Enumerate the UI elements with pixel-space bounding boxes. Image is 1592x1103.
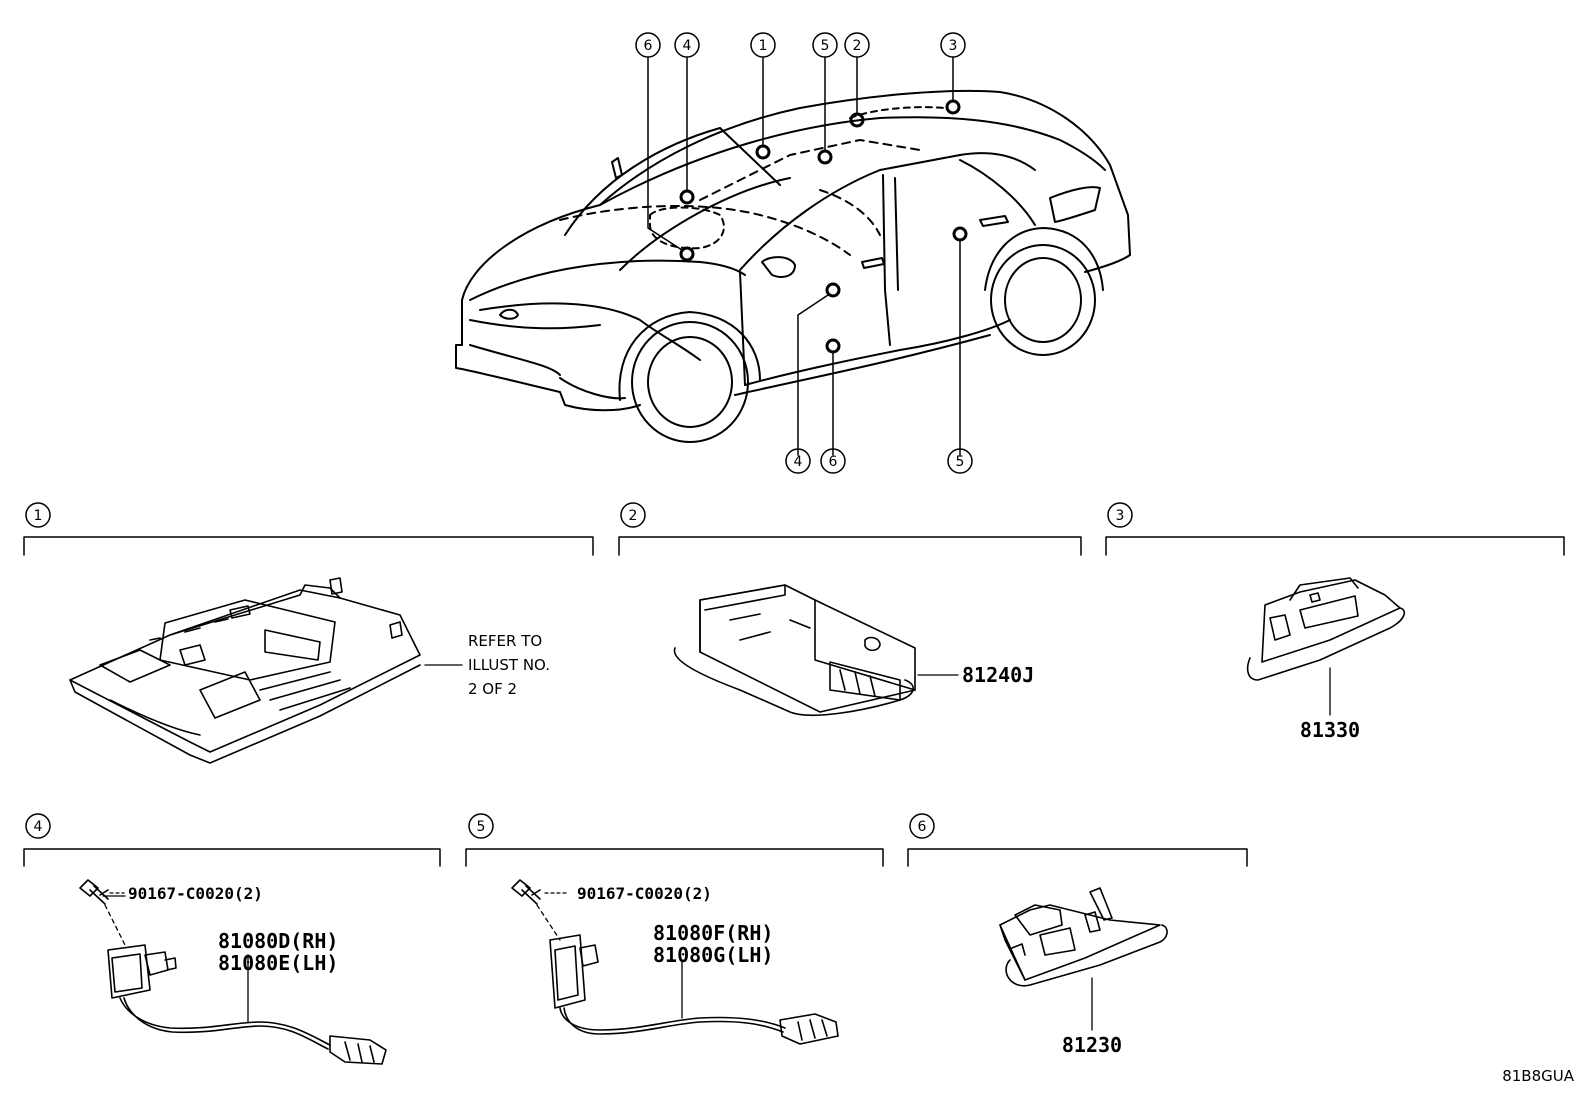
screw-icon [79,879,99,897]
part-number-81330: 81330 [1300,718,1360,742]
section-5-harness [511,879,839,1045]
callout-number: 3 [949,38,958,54]
callout-6-bottom: 6 [820,448,846,474]
note-line-2: ILLUST NO. [468,656,550,674]
section-number: 6 [918,819,927,835]
callout-number: 4 [794,454,803,470]
section-3-lamp [1246,577,1406,716]
callout-2-top: 2 [844,32,870,58]
fastener-part-number: 90167-C0020(2) [577,884,712,903]
car-callout-labels: 6 4 1 5 2 3 4 6 5 [635,32,973,474]
marker-1 [755,144,771,160]
callout-5-top: 5 [812,32,838,58]
section-4-harness [79,879,387,1065]
marker-5-door [952,226,968,242]
section-2-lamp [673,584,959,717]
callout-number: 5 [821,38,830,54]
callout-number: 6 [644,38,653,54]
section-5-badge: 5 [468,813,494,839]
note-line-1: REFER TO [468,632,542,650]
marker-4-door [825,282,841,298]
section-6-lamp [999,887,1168,1031]
section-number: 3 [1116,508,1125,524]
callout-number: 4 [683,38,692,54]
part-number-lh: 81080G(LH) [653,943,773,967]
callout-6-top: 6 [635,32,661,58]
part-number-rh: 81080D(RH) [218,929,338,953]
marker-4-interior [679,189,695,205]
section-number-badges: 1 2 3 4 5 6 [25,502,1133,839]
fastener-part-number: 90167-C0020(2) [128,884,263,903]
section-3-badge: 3 [1107,502,1133,528]
vehicle-illustration [455,89,1131,443]
part-number-lh: 81080E(LH) [218,951,338,975]
section-4-badge: 4 [25,813,51,839]
note-line-3: 2 OF 2 [468,680,517,698]
section-1-badge: 1 [25,502,51,528]
marker-3 [945,99,961,115]
callout-number: 2 [853,38,862,54]
car-callout-markers [679,99,968,354]
section-6-badge: 6 [909,813,935,839]
section-number: 5 [477,819,486,835]
section-1-overhead-console [69,577,463,764]
section-2-badge: 2 [620,502,646,528]
section-number: 2 [629,508,638,524]
callout-3-top: 3 [940,32,966,58]
section-number: 4 [34,819,43,835]
leader-lines [647,57,961,456]
marker-6-door [825,338,841,354]
marker-6-interior [679,246,695,262]
callout-number: 6 [829,454,838,470]
callout-number: 5 [956,454,965,470]
section-1-note: REFER TO ILLUST NO. 2 OF 2 [468,632,550,698]
callout-5-bottom: 5 [947,448,973,474]
screw-icon [511,879,531,897]
callout-number: 1 [759,38,768,54]
section-number: 1 [34,508,43,524]
callout-4-bottom: 4 [785,448,811,474]
section-brackets [23,536,1565,867]
callout-4-top: 4 [674,32,700,58]
diagram-code: 81B8GUA [1502,1067,1575,1085]
part-number-81230: 81230 [1062,1033,1122,1057]
part-number-81240J: 81240J [962,663,1034,687]
callout-1-top: 1 [750,32,776,58]
part-number-rh: 81080F(RH) [653,921,773,945]
marker-5-roof [817,149,833,165]
